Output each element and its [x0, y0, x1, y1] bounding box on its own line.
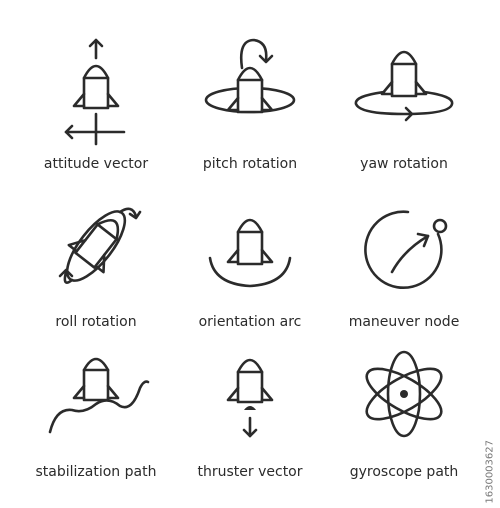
icon-label: yaw rotation	[360, 156, 448, 172]
roll-rotation-icon	[58, 207, 142, 284]
maneuver-node-icon	[364, 210, 448, 290]
icon-tile-thruster-vector: thruster vector	[170, 348, 330, 508]
icon-label: roll rotation	[55, 314, 137, 330]
thruster-vector-icon	[226, 358, 274, 438]
icon-tile-yaw-rotation: yaw rotation	[324, 40, 484, 200]
icon-tile-maneuver-node: maneuver node	[324, 198, 484, 358]
icon-label: attitude vector	[43, 156, 149, 172]
icon-label: orientation arc	[198, 314, 302, 330]
icon-tile-orientation-arc: orientation arc	[170, 198, 330, 358]
icon-tile-roll-rotation: roll rotation	[16, 198, 176, 358]
icon-label: thruster vector	[197, 464, 303, 480]
icon-label: pitch rotation	[202, 156, 298, 172]
gyroscope-path-icon	[365, 350, 443, 438]
attitude-vector-icon	[64, 38, 126, 146]
orientation-arc-icon	[208, 218, 292, 288]
icon-tile-attitude-vector: attitude vector	[16, 38, 176, 200]
yaw-rotation-icon	[354, 50, 454, 122]
icon-tile-gyroscope-path: gyroscope path	[324, 348, 484, 508]
icon-tile-stabilization-path: stabilization path	[16, 348, 176, 508]
stabilization-path-icon	[48, 357, 150, 434]
pitch-rotation-icon	[204, 38, 296, 114]
icon-label: maneuver node	[348, 314, 460, 330]
icon-label: stabilization path	[35, 464, 157, 480]
icon-label: gyroscope path	[349, 464, 459, 480]
stock-id-watermark: 1630003627	[485, 440, 496, 504]
icon-tile-pitch-rotation: pitch rotation	[170, 38, 330, 200]
